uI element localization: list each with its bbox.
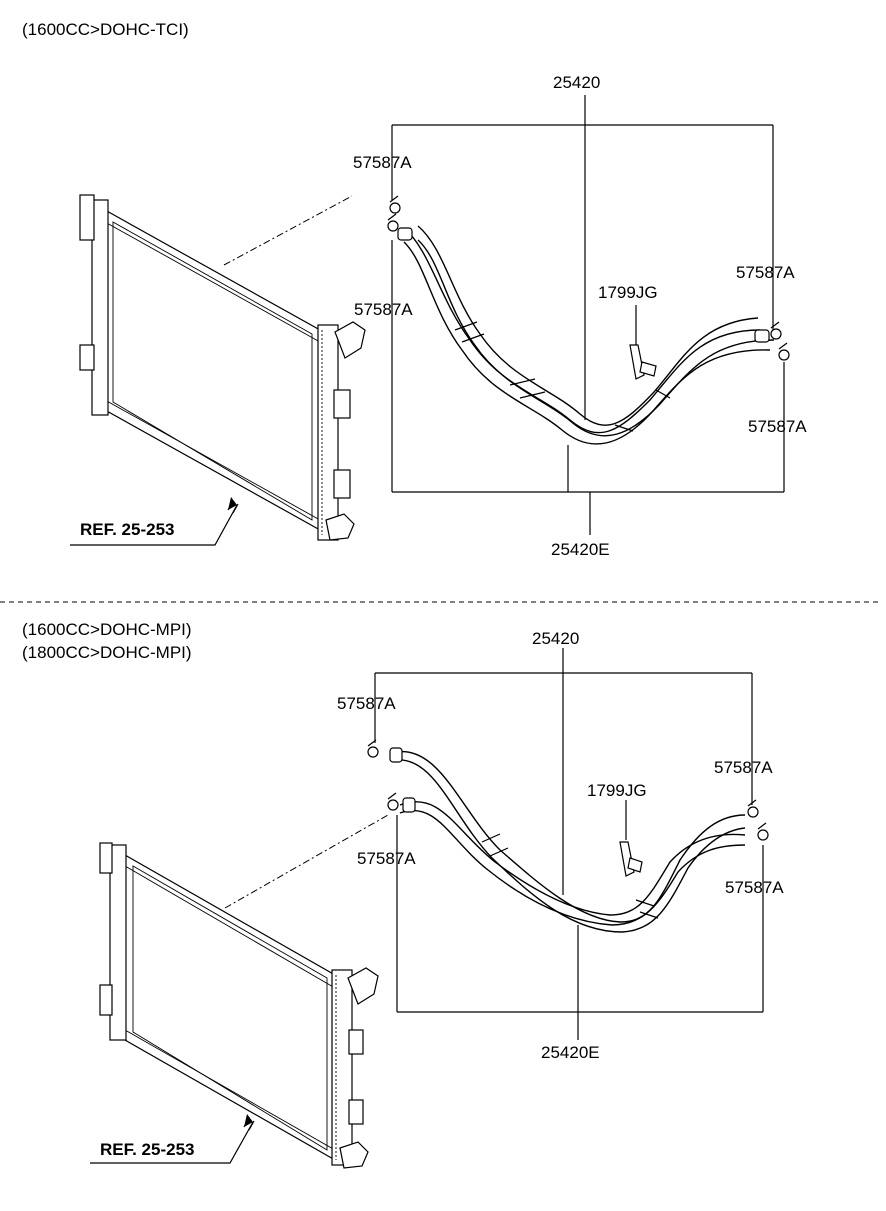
top-radiator bbox=[79, 194, 366, 541]
top-clamp-icon-2 bbox=[387, 213, 399, 232]
bottom-label-25420e: 25420E bbox=[541, 1043, 600, 1062]
bottom-clamp-icon-2 bbox=[387, 792, 399, 811]
top-leader-lines bbox=[391, 95, 785, 535]
bottom-label-25420: 25420 bbox=[532, 629, 579, 648]
top-clamp-icon-3 bbox=[770, 321, 782, 340]
top-ref-label: REF. 25-253 bbox=[80, 520, 175, 539]
top-label-1799jg: 1799JG bbox=[598, 283, 658, 302]
top-connection-leader bbox=[223, 195, 353, 266]
top-section: (1600CC>DOHC-TCI) bbox=[22, 20, 807, 559]
bottom-oil-cooler-hoses bbox=[389, 747, 746, 933]
top-label-57587a-4: 57587A bbox=[748, 417, 807, 436]
bottom-clamp-icon-1 bbox=[367, 739, 379, 758]
bottom-variant-line-1: (1600CC>DOHC-MPI) bbox=[22, 620, 192, 639]
bottom-variant-line-2: (1800CC>DOHC-MPI) bbox=[22, 643, 192, 662]
top-clamp-icon-1 bbox=[389, 195, 401, 214]
top-variant-line-1: (1600CC>DOHC-TCI) bbox=[22, 20, 189, 39]
top-label-57587a-2: 57587A bbox=[354, 300, 413, 319]
top-bracket-icon bbox=[629, 305, 657, 380]
bottom-leader-lines bbox=[374, 648, 764, 1040]
bottom-label-57587a-1: 57587A bbox=[337, 694, 396, 713]
bottom-label-57587a-3: 57587A bbox=[714, 758, 773, 777]
top-label-57587a-3: 57587A bbox=[736, 263, 795, 282]
top-oil-cooler-hoses bbox=[397, 225, 775, 445]
bottom-ref-arrow-icon bbox=[90, 1114, 255, 1164]
bottom-clamp-icon-4 bbox=[757, 822, 769, 841]
top-label-25420: 25420 bbox=[553, 73, 600, 92]
bottom-ref-label: REF. 25-253 bbox=[100, 1140, 195, 1159]
bottom-bracket-icon bbox=[619, 800, 643, 877]
bottom-label-57587a-4: 57587A bbox=[725, 878, 784, 897]
bottom-clamp-icon-3 bbox=[747, 799, 759, 818]
top-label-57587a-1: 57587A bbox=[353, 153, 412, 172]
bottom-radiator bbox=[99, 842, 379, 1169]
top-ref-arrow-icon bbox=[70, 497, 239, 546]
bottom-label-1799jg: 1799JG bbox=[587, 781, 647, 800]
bottom-section: (1600CC>DOHC-MPI) (1800CC>DOHC-MPI) bbox=[22, 620, 784, 1169]
bottom-label-57587a-2: 57587A bbox=[357, 849, 416, 868]
bottom-connection-leader bbox=[224, 814, 389, 909]
top-label-25420e: 25420E bbox=[551, 540, 610, 559]
top-clamp-icon-4 bbox=[778, 342, 790, 361]
